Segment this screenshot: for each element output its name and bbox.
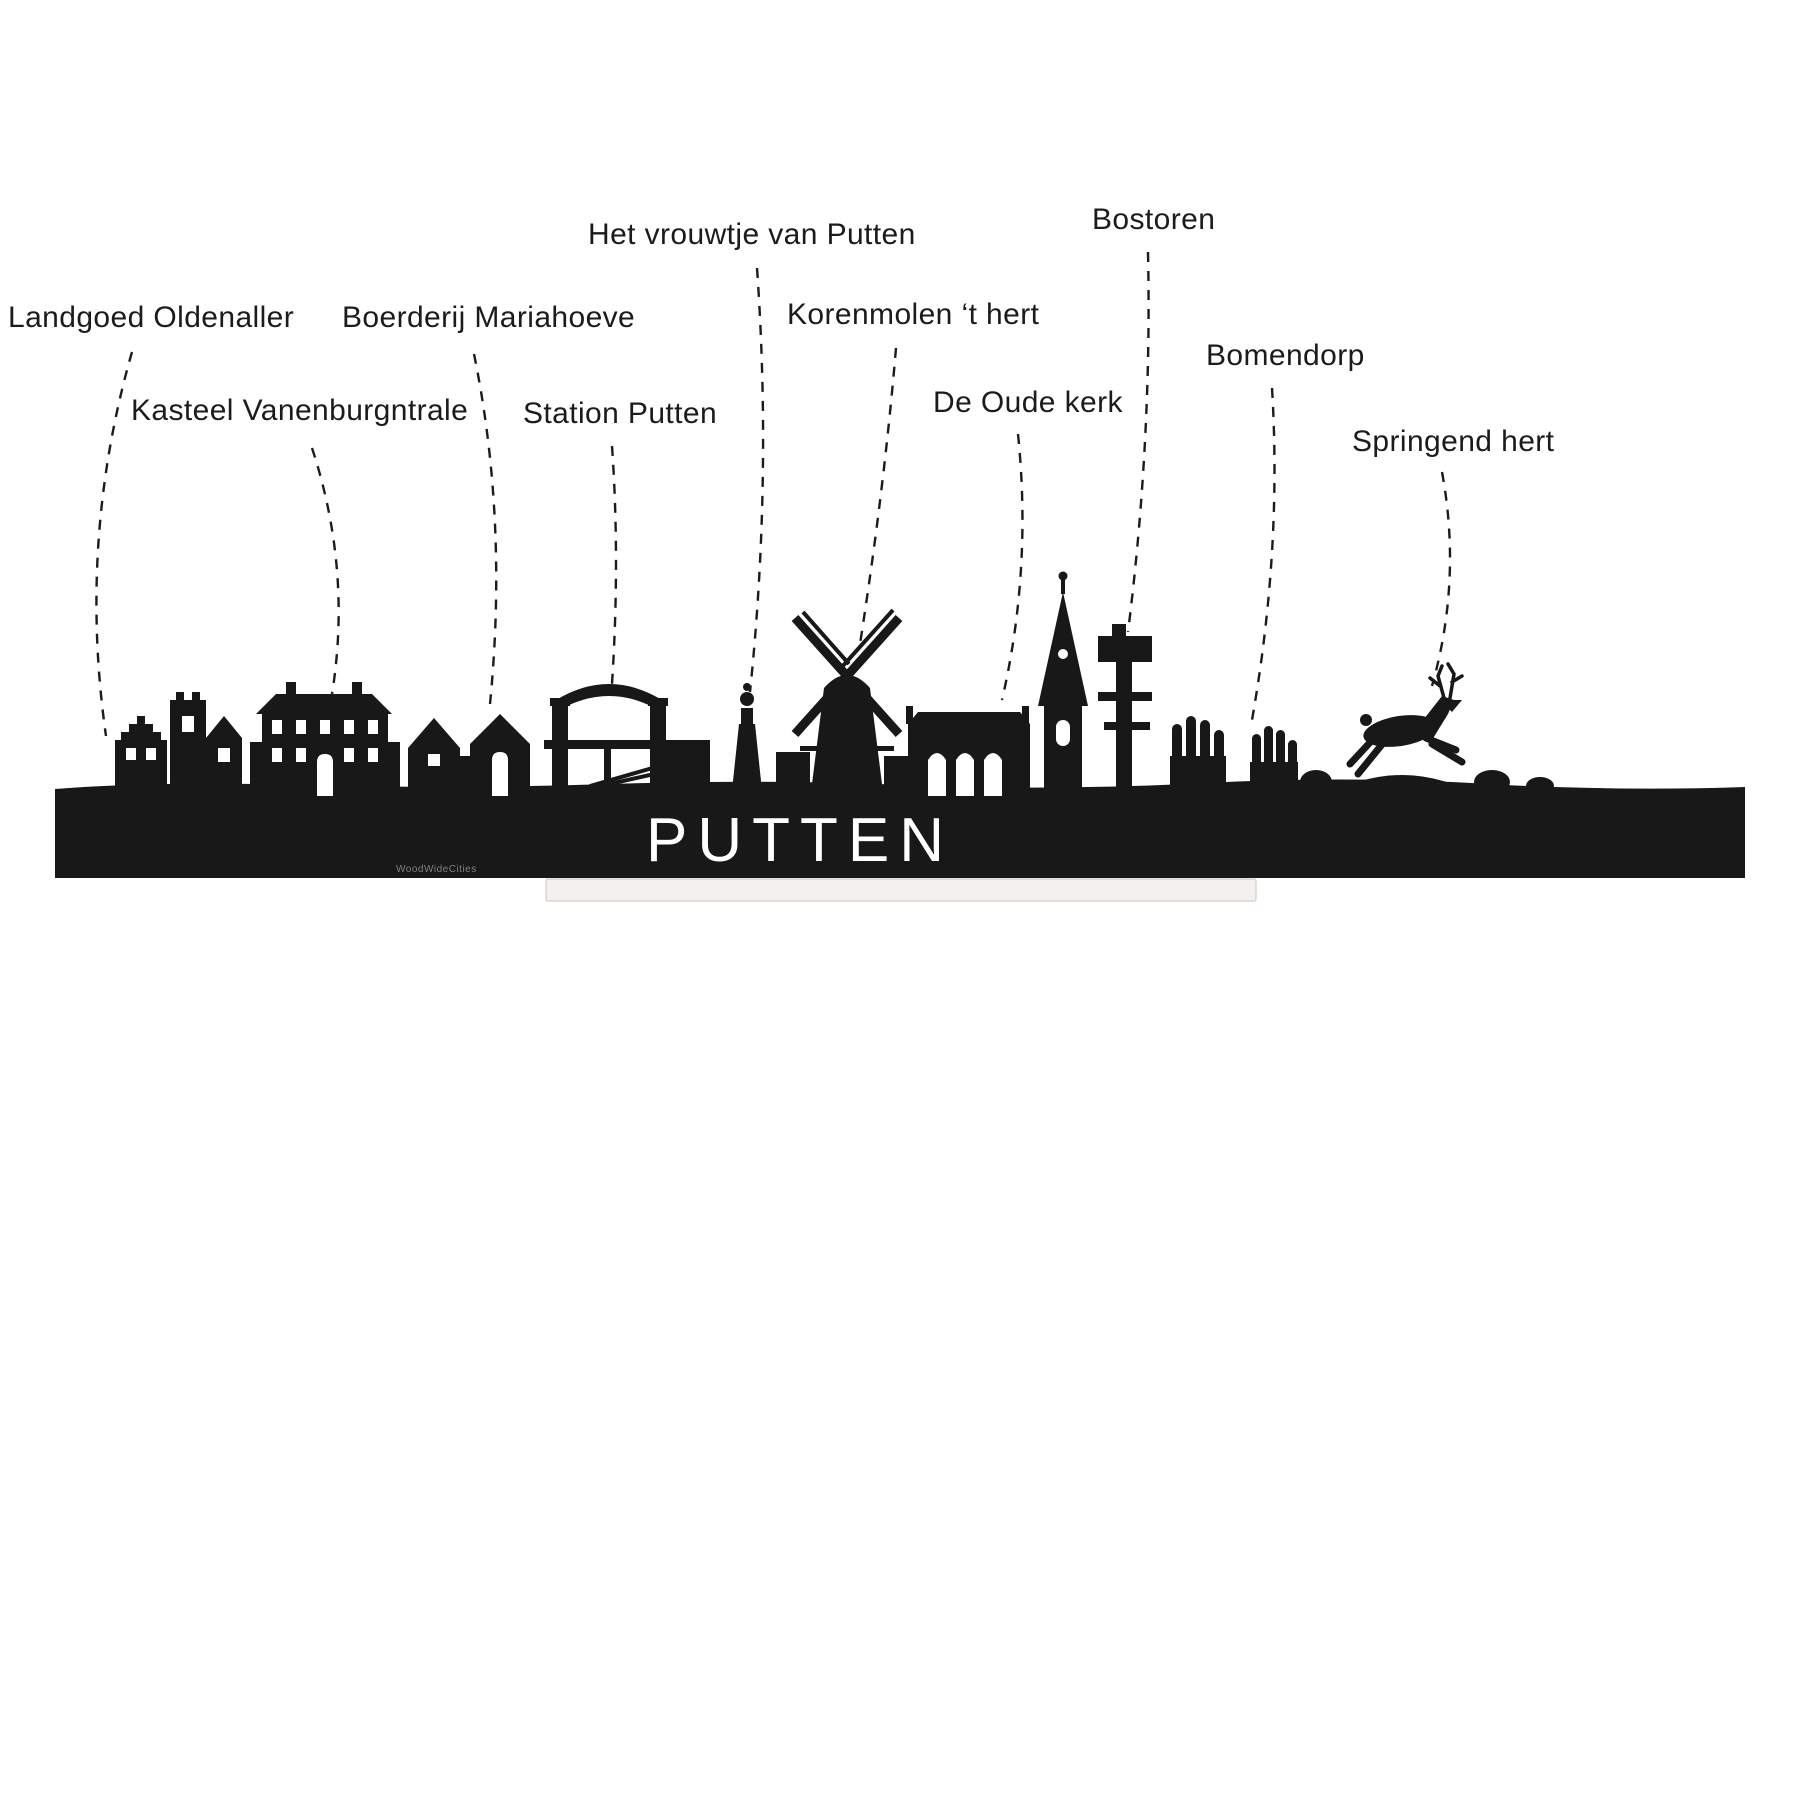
- label-bomendorp: Bomendorp: [1206, 339, 1365, 372]
- deer-legs: [1346, 732, 1466, 778]
- springend-hert-silhouette: [1318, 662, 1486, 800]
- boerderij-mariahoeve-silhouette: [408, 714, 530, 800]
- label-het-vrouwtje-van-putten: Het vrouwtje van Putten: [588, 218, 916, 251]
- leader-lines: [95, 251, 1452, 737]
- label-springend-hert: Springend hert: [1352, 425, 1555, 458]
- leader-kasteel-vanenburg: [310, 447, 340, 695]
- bomendorp-silhouette: [1170, 716, 1298, 800]
- label-kasteel-vanenburgntrale: Kasteel Vanenburgntrale: [131, 394, 469, 427]
- label-landgoed-oldenaller: Landgoed Oldenaller: [8, 301, 295, 334]
- bostoren-silhouette: [1098, 624, 1152, 800]
- leader-bostoren: [1126, 251, 1150, 633]
- leader-korenmolen: [858, 347, 898, 645]
- deer-mound: [1318, 775, 1486, 800]
- display-stand: [545, 878, 1257, 902]
- station-putten-silhouette: [544, 684, 710, 800]
- leader-bomendorp: [1250, 387, 1276, 721]
- vrouwtje-van-putten-silhouette: [731, 683, 763, 800]
- leader-springend-hert: [1430, 471, 1452, 687]
- label-bostoren: Bostoren: [1092, 203, 1216, 236]
- leader-landgoed-oldenaller: [95, 351, 134, 737]
- leader-station-putten: [610, 445, 618, 685]
- korenmolen-silhouette: [776, 608, 910, 800]
- leader-vrouwtje-van-putten: [748, 267, 765, 693]
- landgoed-oldenaller-silhouette: [115, 692, 242, 800]
- label-station-putten: Station Putten: [523, 397, 718, 430]
- skyline-name: PUTTEN: [646, 806, 954, 875]
- ground-band: [55, 779, 1745, 878]
- leader-de-oude-kerk: [1000, 433, 1024, 701]
- label-korenmolen-t-hert: Korenmolen ‘t hert: [787, 298, 1040, 331]
- window-cutouts: [126, 649, 1070, 796]
- brand-watermark: WoodWideCities: [396, 864, 477, 875]
- leader-boerderij-mariahoeve: [472, 353, 498, 705]
- kerktoren-silhouette: [1038, 571, 1088, 800]
- deer-antlers: [1428, 662, 1464, 700]
- shrubs-silhouette: [1300, 770, 1554, 795]
- label-boerderij-mariahoeve: Boerderij Mariahoeve: [342, 301, 636, 334]
- label-de-oude-kerk: De Oude kerk: [933, 386, 1123, 419]
